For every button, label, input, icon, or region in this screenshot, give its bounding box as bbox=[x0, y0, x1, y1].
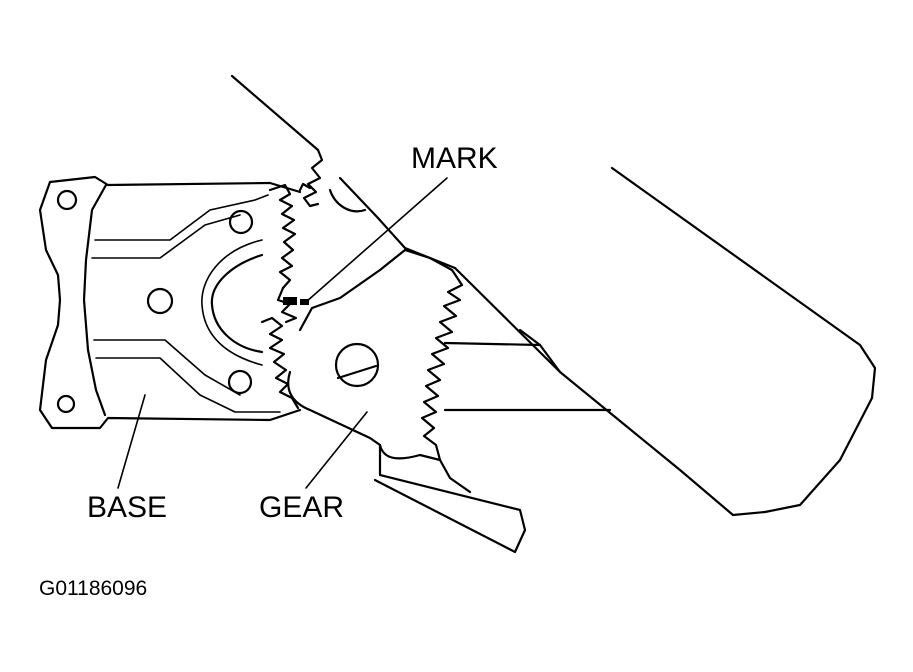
base-hole-upper bbox=[228, 209, 254, 235]
figure-code: G01186096 bbox=[39, 577, 148, 600]
base-plate bbox=[38, 175, 312, 430]
gear-pivot-hole bbox=[334, 342, 380, 388]
alignment-mark bbox=[283, 297, 309, 305]
mount-hole-bottom bbox=[56, 394, 76, 414]
base-leader-line bbox=[117, 394, 146, 489]
mark-label: MARK bbox=[411, 142, 498, 175]
mark-leader-line bbox=[305, 177, 448, 303]
base-hole-lower bbox=[227, 369, 253, 395]
base-center-hole bbox=[146, 287, 174, 315]
arm-lever bbox=[230, 74, 877, 517]
gear-sector bbox=[276, 248, 527, 554]
base-label: BASE bbox=[87, 491, 168, 524]
gear-label: GEAR bbox=[259, 491, 345, 524]
gear-leader-line bbox=[305, 411, 368, 489]
mount-hole-top bbox=[56, 189, 78, 211]
